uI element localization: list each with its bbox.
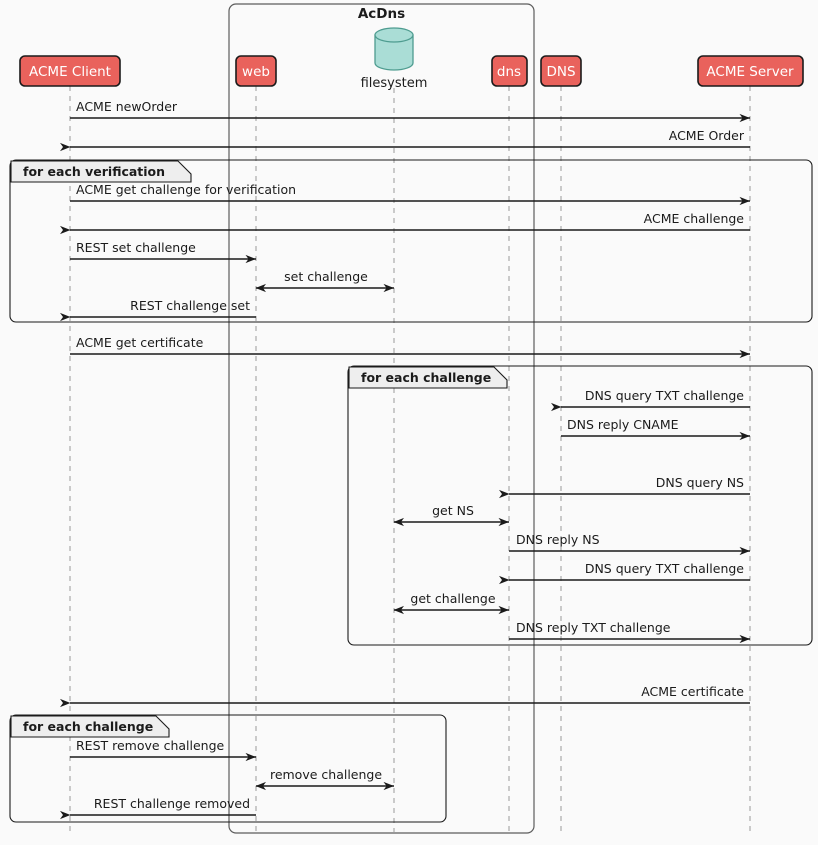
fragment-label-tab — [10, 715, 170, 738]
message-rest-remove-challenge-17: REST remove challenge — [70, 738, 256, 762]
message-label: get challenge — [410, 591, 495, 606]
message-label: DNS query NS — [656, 475, 744, 490]
fragment-outline — [9, 714, 447, 823]
message-label: REST remove challenge — [76, 738, 225, 753]
fragment-label: for each verification — [23, 164, 165, 179]
participant-acme-server-top[interactable]: ACME Server — [697, 55, 804, 87]
message-dns-reply-cname-9: DNS reply CNAME — [561, 417, 750, 441]
participant-box — [540, 55, 582, 87]
message-label: DNS query TXT challenge — [585, 561, 744, 576]
fragment-group-for-each-challenge-1: for each challenge — [347, 365, 813, 646]
message-label: REST challenge removed — [94, 796, 250, 811]
message-remove-challenge-18: remove challenge — [255, 767, 394, 791]
database-cylinder-top — [374, 27, 414, 43]
message-dns-reply-txt-challenge-15: DNS reply TXT challenge — [509, 620, 750, 644]
message-label: get NS — [432, 503, 474, 518]
participant-label: ACME Server — [706, 64, 794, 80]
participant-box — [235, 55, 277, 87]
participant-label: filesystem — [361, 76, 428, 91]
message-dns-reply-ns-12: DNS reply NS — [509, 532, 750, 556]
participants-top-layer: ACME Client web filesystem dns DNS ACME Serve… — [19, 27, 804, 91]
message-label: DNS reply TXT challenge — [516, 620, 671, 635]
participant-label: dns — [497, 64, 521, 80]
participant-dns-top[interactable]: dns — [491, 55, 528, 87]
fragment-label: for each challenge — [361, 370, 491, 385]
message-label: set challenge — [284, 269, 368, 284]
message-acme-certificate-16: ACME certificate — [60, 684, 750, 708]
participant-label: DNS — [546, 64, 575, 80]
message-label: ACME get challenge for verification — [76, 182, 296, 197]
participant-label: web — [242, 64, 270, 80]
message-label: REST set challenge — [76, 240, 196, 255]
message-dns-query-ns-10: DNS query NS — [499, 475, 750, 499]
lifelines-layer — [69, 86, 751, 833]
acdns-box-outline — [228, 3, 535, 834]
fragment-group-for-each-verification-0: for each verification — [9, 159, 813, 323]
message-dns-query-txt-challenge-8: DNS query TXT challenge — [551, 388, 750, 412]
fragment-outline — [347, 365, 813, 646]
message-label: REST challenge set — [130, 298, 250, 313]
participant-box — [697, 55, 804, 87]
message-get-ns-11: get NS — [393, 503, 509, 527]
message-dns-query-txt-challenge-13: DNS query TXT challenge — [499, 561, 750, 585]
message-acme-order-1: ACME Order — [60, 128, 750, 152]
participant-dns-top[interactable]: DNS — [540, 55, 582, 87]
fragment-groups-layer: for each verification for each challenge f… — [9, 159, 813, 823]
message-acme-get-challenge-for-verification-2: ACME get challenge for verification — [70, 182, 750, 206]
message-rest-challenge-removed-19: REST challenge removed — [60, 796, 256, 820]
message-label: ACME Order — [669, 128, 745, 143]
message-acme-get-certificate-7: ACME get certificate — [70, 335, 750, 359]
fragment-label-tab — [10, 160, 192, 183]
acdns-container-box: AcDns — [228, 3, 535, 834]
fragment-group-for-each-challenge-2: for each challenge — [9, 714, 447, 823]
participant-box — [19, 55, 121, 87]
message-acme-neworder-0: ACME newOrder — [70, 99, 750, 123]
participant-web-top[interactable]: web — [235, 55, 277, 87]
participant-box — [491, 55, 528, 87]
message-label: remove challenge — [270, 767, 382, 782]
participant-label: ACME Client — [29, 64, 111, 80]
message-rest-challenge-set-6: REST challenge set — [60, 298, 256, 322]
message-get-challenge-14: get challenge — [393, 591, 509, 615]
message-label: DNS query TXT challenge — [585, 388, 744, 403]
message-acme-challenge-3: ACME challenge — [60, 211, 750, 235]
fragment-label: for each challenge — [23, 719, 153, 734]
fragment-label-tab — [348, 366, 508, 389]
message-label: ACME get certificate — [76, 335, 204, 350]
message-label: ACME newOrder — [76, 99, 178, 114]
message-label: ACME challenge — [644, 211, 745, 226]
acdns-box-title: AcDns — [358, 6, 405, 22]
message-label: DNS reply CNAME — [567, 417, 679, 432]
message-rest-set-challenge-4: REST set challenge — [70, 240, 256, 264]
database-cylinder-body — [374, 34, 414, 71]
message-label: DNS reply NS — [516, 532, 600, 547]
message-set-challenge-5: set challenge — [255, 269, 394, 293]
message-label: ACME certificate — [641, 684, 744, 699]
participant-database-filesystem[interactable]: filesystem — [361, 27, 428, 91]
fragment-outline — [9, 159, 813, 323]
participant-acme-client-top[interactable]: ACME Client — [19, 55, 121, 87]
